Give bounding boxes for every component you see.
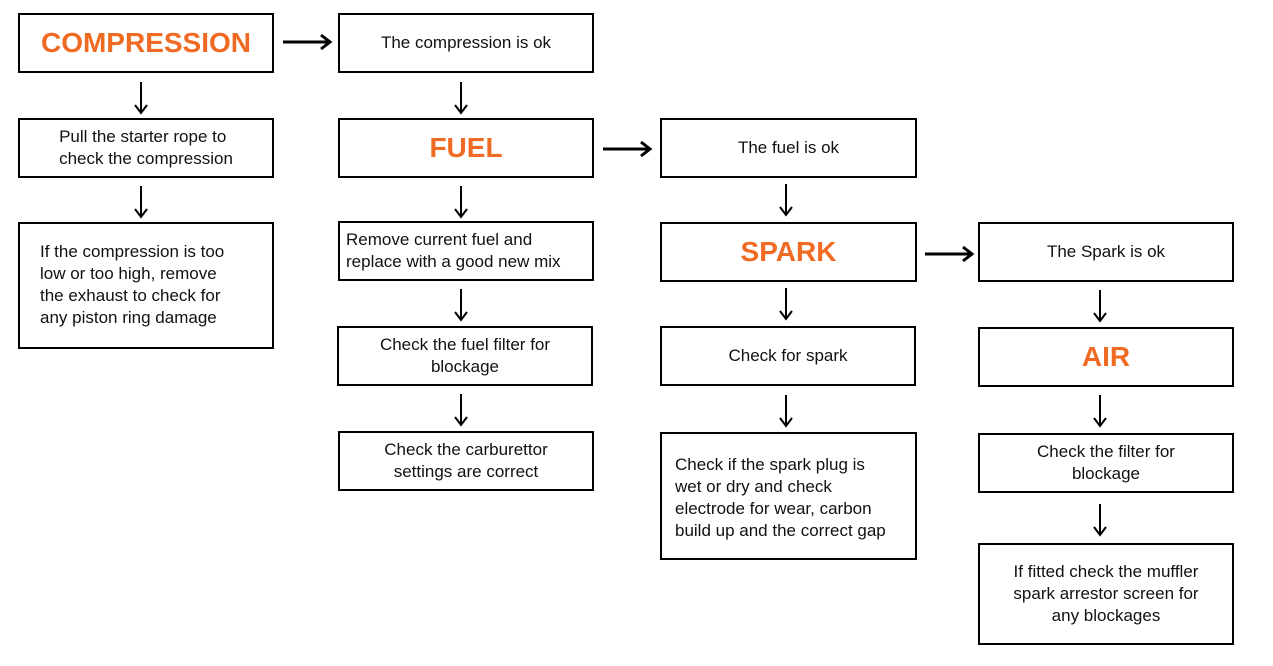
compression-ok-box: The compression is ok <box>338 13 594 73</box>
arrow-down-icon <box>1093 394 1107 427</box>
fuel-ok-box: The fuel is ok <box>660 118 917 178</box>
fuel-heading-box: FUEL <box>338 118 594 178</box>
compression-step-2-box: If the compression is too low or too hig… <box>18 222 274 349</box>
fuel-heading: FUEL <box>429 132 503 163</box>
arrow-down-icon <box>779 394 793 427</box>
fuel-step-2-box: Check the fuel filter for blockage <box>337 326 593 386</box>
arrow-down-icon <box>779 183 793 216</box>
spark-step-2-box: Check if the spark plug is wet or dry an… <box>660 432 917 560</box>
air-step-2-box: If fitted check the muffler spark arrest… <box>978 543 1234 645</box>
arrow-right-fuel-to-ok <box>601 140 652 158</box>
spark-heading-box: SPARK <box>660 222 917 282</box>
arrow-down-icon <box>454 393 468 426</box>
arrow-down-icon <box>1093 289 1107 322</box>
air-step-2: If fitted check the muffler spark arrest… <box>1013 562 1199 625</box>
spark-ok-box: The Spark is ok <box>978 222 1234 282</box>
arrow-down-icon <box>1093 503 1107 536</box>
arrow-down-icon <box>134 185 148 218</box>
fuel-step-1-box: Remove current fuel and replace with a g… <box>338 221 594 281</box>
fuel-step-1: Remove current fuel and replace with a g… <box>346 230 561 271</box>
compression-step-2: If the compression is too low or too hig… <box>40 242 225 327</box>
arrow-down-icon <box>454 81 468 114</box>
arrow-down-icon <box>454 185 468 218</box>
arrow-down-icon <box>134 81 148 114</box>
air-heading: AIR <box>1081 341 1131 372</box>
arrow-right-spark-to-ok <box>923 245 974 263</box>
spark-ok-text: The Spark is ok <box>1046 242 1166 261</box>
air-heading-box: AIR <box>978 327 1234 387</box>
spark-step-2: Check if the spark plug is wet or dry an… <box>675 455 886 540</box>
compression-heading-box: COMPRESSION <box>18 13 274 73</box>
spark-step-1-box: Check for spark <box>660 326 916 386</box>
fuel-step-3-box: Check the carburettor settings are corre… <box>338 431 594 491</box>
compression-ok-text: The compression is ok <box>380 33 552 52</box>
spark-heading: SPARK <box>740 236 837 267</box>
arrow-down-icon <box>454 288 468 321</box>
arrow-down-icon <box>779 287 793 320</box>
air-step-1-box: Check the filter for blockage <box>978 433 1234 493</box>
arrow-right-compression-to-ok <box>281 33 332 51</box>
fuel-step-3: Check the carburettor settings are corre… <box>384 440 548 481</box>
compression-heading: COMPRESSION <box>40 27 252 58</box>
compression-step-1-box: Pull the starter rope to check the compr… <box>18 118 274 178</box>
air-step-1: Check the filter for blockage <box>1037 442 1175 483</box>
fuel-step-2: Check the fuel filter for blockage <box>379 335 551 376</box>
compression-step-1: Pull the starter rope to check the compr… <box>59 127 233 168</box>
fuel-ok-text: The fuel is ok <box>737 138 840 157</box>
spark-step-1: Check for spark <box>728 346 848 365</box>
